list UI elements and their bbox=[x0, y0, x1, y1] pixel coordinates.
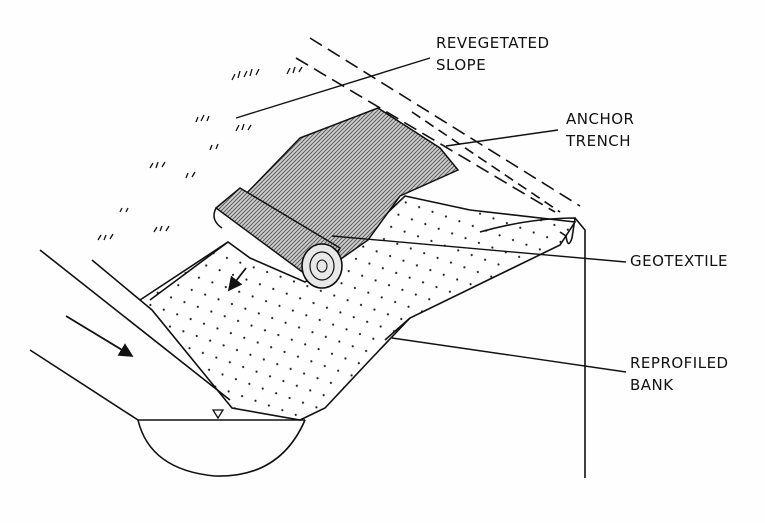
geotextile-roll bbox=[213, 187, 343, 289]
leader-lines bbox=[235, 57, 627, 373]
bank-side-face bbox=[384, 217, 586, 478]
leader-anchor-trench bbox=[445, 129, 559, 147]
leader-reprofiled-bank bbox=[391, 337, 627, 373]
unroll-direction-arrow bbox=[227, 267, 247, 292]
label-anchor-trench: ANCHOR TRENCH bbox=[566, 110, 635, 150]
label-reprofiled-bank: REPROFILED BANK bbox=[630, 354, 729, 394]
anchor-trench-lines bbox=[295, 37, 581, 213]
leader-revegetated-slope bbox=[235, 57, 431, 119]
water-level-marker bbox=[211, 409, 225, 420]
flow-direction-arrow bbox=[65, 315, 134, 357]
reprofiled-bank-surface bbox=[138, 195, 577, 421]
channel bbox=[29, 241, 306, 477]
grass-tufts bbox=[97, 66, 303, 241]
label-geotextile: GEOTEXTILE bbox=[630, 252, 728, 270]
label-revegetated-slope: REVEGETATED SLOPE bbox=[436, 34, 550, 74]
leader-geotextile bbox=[331, 235, 627, 263]
